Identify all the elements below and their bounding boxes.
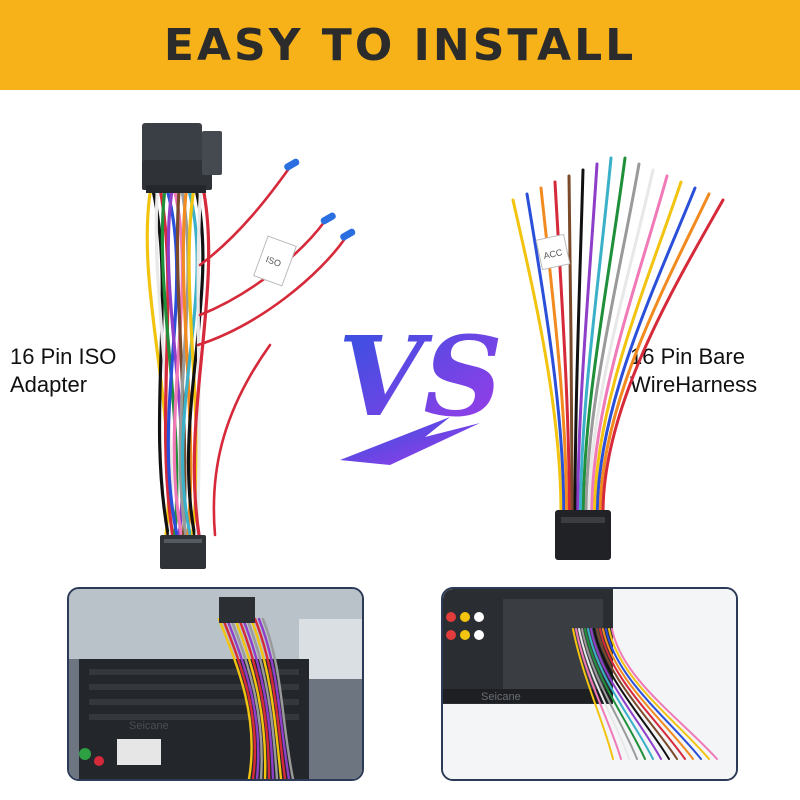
iso-adapter-wires	[145, 165, 348, 537]
wire	[225, 617, 260, 779]
left-label-line1: 16 Pin ISO	[10, 344, 117, 369]
iso-top-connector	[142, 123, 222, 193]
wire	[553, 180, 571, 515]
wire	[178, 191, 190, 537]
wire	[212, 343, 272, 537]
wire	[587, 628, 654, 760]
wire	[595, 186, 697, 515]
wire	[221, 617, 257, 779]
wire	[217, 617, 253, 779]
install-photo-bare: Seicane	[441, 587, 738, 781]
left-photo-stamp: Seicane	[129, 720, 169, 732]
right-label-line1: 16 Pin Bare	[630, 344, 745, 369]
wire	[229, 617, 263, 779]
wire	[590, 174, 669, 515]
bare-harness-illustration: ACC	[511, 156, 725, 560]
right-photo-stamp: Seicane	[481, 691, 521, 703]
right-label-line2: WireHarness	[630, 372, 758, 397]
versus-brush-stroke	[340, 417, 480, 465]
banner-title: EASY TO INSTALL	[163, 19, 637, 71]
bare-photo-wires	[572, 628, 718, 760]
wire	[581, 156, 627, 515]
left-product-label: 16 Pin ISO Adapter	[10, 343, 116, 399]
wire	[249, 617, 283, 779]
wire	[567, 174, 574, 515]
iso-install-scene: Seicane	[69, 589, 362, 779]
wire	[152, 191, 170, 537]
iso-photo-wires	[217, 617, 295, 779]
iso-adapter-illustration: ISO	[142, 123, 356, 569]
wire	[257, 617, 291, 779]
wire	[584, 628, 646, 760]
wire	[253, 617, 287, 779]
wire	[608, 628, 710, 760]
wire	[511, 198, 563, 515]
wire	[576, 162, 599, 515]
wire	[195, 191, 202, 537]
bare-harness-label-tag: ACC	[535, 233, 571, 271]
wire	[593, 180, 683, 515]
wire	[192, 191, 211, 537]
install-photo-iso: Seicane	[67, 587, 364, 781]
wire	[601, 198, 725, 515]
top-banner: EASY TO INSTALL	[0, 0, 800, 90]
wire	[573, 168, 585, 515]
wire	[233, 617, 267, 779]
wire	[237, 617, 271, 779]
bare-tag-text: ACC	[543, 247, 564, 261]
wire	[587, 168, 655, 515]
iso-bottom-connector	[160, 535, 206, 569]
wire	[181, 191, 199, 537]
wire	[596, 628, 678, 760]
wire	[599, 628, 686, 760]
wire	[261, 617, 295, 779]
wire	[196, 235, 348, 347]
bare-install-scene: Seicane	[443, 589, 736, 779]
iso-label-tag: ISO	[253, 235, 297, 287]
iso-tag-text: ISO	[264, 254, 282, 269]
wire	[593, 628, 670, 760]
wire	[611, 628, 718, 760]
wire	[198, 165, 292, 267]
wire	[575, 628, 622, 760]
bare-harness-connector	[555, 510, 611, 560]
wire	[584, 162, 641, 515]
wire	[572, 628, 614, 760]
wire	[159, 191, 175, 537]
wire	[245, 617, 279, 779]
right-product-label: 16 Pin Bare WireHarness	[630, 343, 757, 399]
wire	[590, 628, 662, 760]
wire	[579, 156, 613, 515]
left-label-line2: Adapter	[10, 372, 88, 397]
wire	[166, 191, 179, 537]
wire	[186, 191, 205, 537]
wire	[172, 191, 184, 537]
wire	[525, 192, 566, 515]
versus-logo: VS	[338, 312, 500, 465]
wire	[602, 628, 694, 760]
wire	[578, 628, 630, 760]
bare-harness-wires	[511, 156, 725, 515]
wire	[605, 628, 702, 760]
wire	[581, 628, 638, 760]
versus-text: VS	[338, 312, 500, 441]
iso-wire-caps	[284, 158, 356, 241]
wire	[241, 617, 275, 779]
wire	[539, 186, 569, 515]
wire	[598, 192, 711, 515]
